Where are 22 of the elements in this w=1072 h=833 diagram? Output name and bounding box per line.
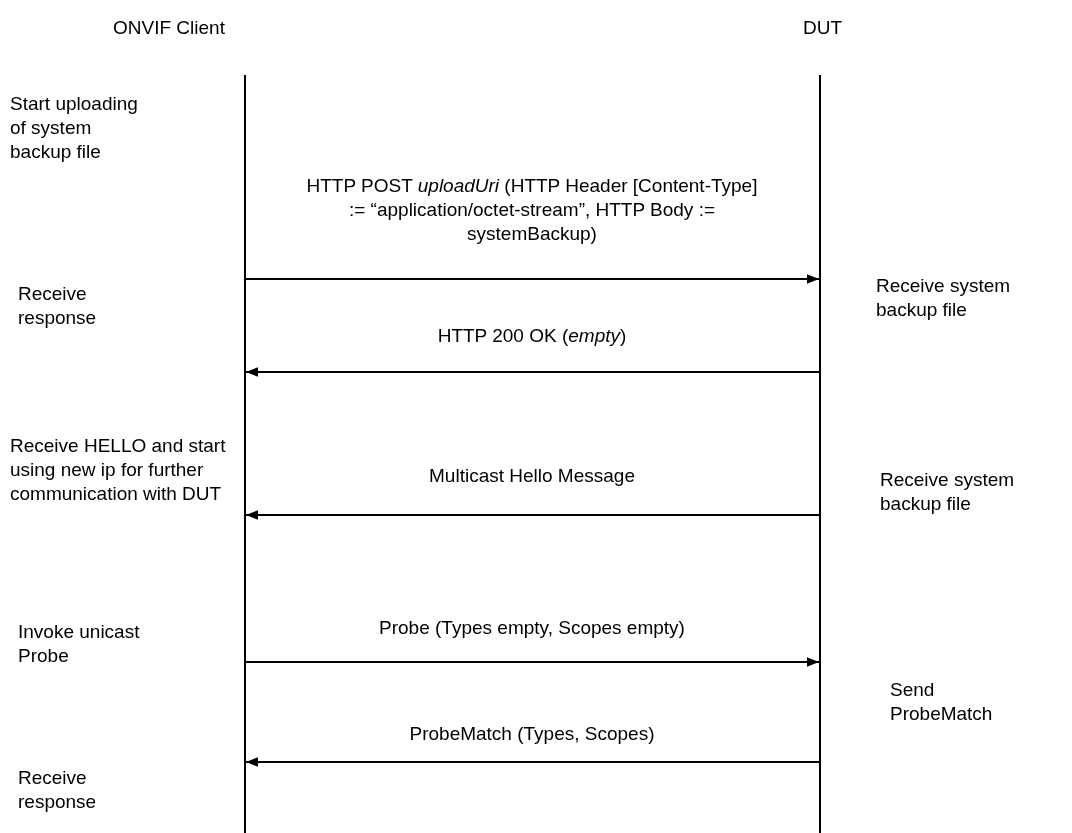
lifeline — [819, 75, 821, 833]
step-note: Receive HELLO and start using new ip for further communication with DUT — [10, 434, 227, 506]
step-note: Receive system backup file — [880, 468, 1016, 516]
step-note: Send ProbeMatch — [890, 678, 994, 726]
participant-name: ONVIF Client — [113, 16, 226, 40]
message-arrow — [245, 367, 820, 377]
step-note: Start uploading of system backup file — [10, 92, 139, 164]
lifeline — [244, 75, 246, 833]
participant-name: DUT — [803, 16, 844, 40]
message-arrow — [245, 510, 820, 520]
message-arrow — [245, 757, 820, 767]
message-arrow — [245, 274, 820, 284]
message-label: Multicast Hello Message — [428, 464, 636, 488]
step-note: Receive response — [18, 766, 98, 814]
message-label: ProbeMatch (Types, Scopes) — [408, 722, 656, 746]
message-label: HTTP POST uploadUri (HTTP Header [Content-Type] := “application/octet-stream”, HTTP Body := systemBackup) — [305, 174, 759, 246]
step-note: Receive response — [18, 282, 98, 330]
message-arrow — [245, 657, 820, 667]
step-note: Invoke unicast Probe — [18, 620, 141, 668]
message-label: HTTP 200 OK (empty) — [436, 324, 628, 348]
message-label: Probe (Types empty, Scopes empty) — [378, 616, 686, 640]
step-note: Receive system backup file — [876, 274, 1012, 322]
